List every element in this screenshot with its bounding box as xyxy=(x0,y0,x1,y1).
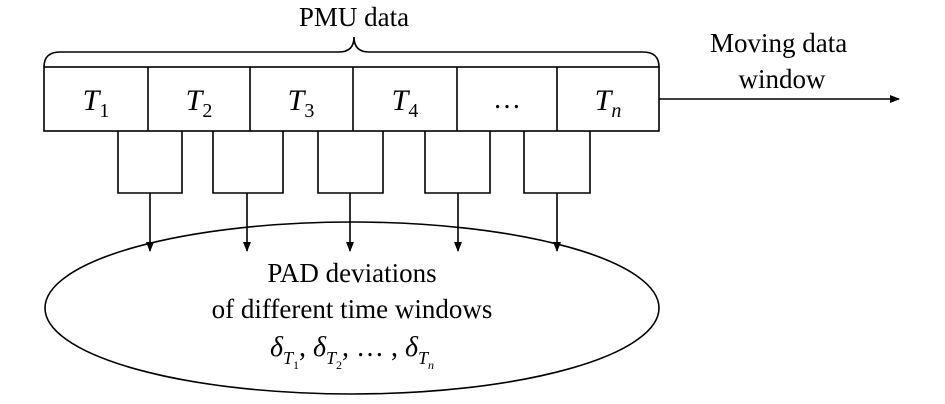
ellipse-line1: PAD deviations xyxy=(267,258,436,288)
connector-3 xyxy=(317,131,384,194)
cell-t4: T4 xyxy=(392,84,419,122)
connector-5 xyxy=(523,131,591,194)
cell-t1: T1 xyxy=(83,84,110,122)
pmu-data-title: PMU data xyxy=(299,2,409,32)
connector-4 xyxy=(424,131,491,194)
data-window-row: T1 T2 T3 T4 … Tn xyxy=(43,66,660,132)
cell-t2: T2 xyxy=(186,84,213,122)
ellipse-line2: of different time windows xyxy=(212,294,493,324)
moving-window-line2: window xyxy=(739,64,827,94)
moving-window-line1: Moving data xyxy=(710,28,847,58)
pmu-data-brace xyxy=(43,36,660,68)
cell-ellipsis: … xyxy=(493,84,521,115)
cell-tn: Tn xyxy=(595,84,622,122)
pad-deviations-ellipse xyxy=(44,221,660,395)
connector-1 xyxy=(117,131,183,194)
moving-window-label: Moving data window xyxy=(710,28,854,94)
cell-t3: T3 xyxy=(288,84,315,122)
window-connectors xyxy=(117,131,591,252)
connector-2 xyxy=(212,131,284,194)
ellipse-formula: δT1, δT2, … , δTn xyxy=(270,332,434,372)
data-window-frame xyxy=(43,66,660,132)
